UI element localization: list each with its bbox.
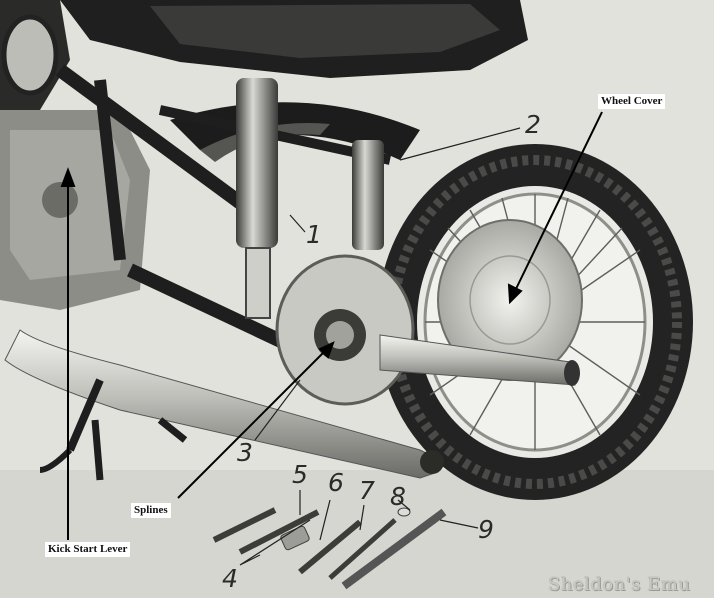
splines-label: Splines (131, 503, 171, 518)
part-number-5: 5 (292, 460, 308, 489)
part-number-1: 1 (306, 220, 322, 249)
part-number-7: 7 (359, 476, 375, 505)
kick-start-lever-label: Kick Start Lever (45, 542, 131, 557)
part-number-9: 9 (478, 515, 494, 544)
watermark: Sheldon's Emu (548, 574, 691, 595)
part-number-3: 3 (237, 438, 253, 467)
part-number-4: 4 (222, 564, 238, 593)
wheel-cover-label: Wheel Cover (598, 94, 666, 109)
part-number-6: 6 (328, 468, 344, 497)
part-number-8: 8 (390, 482, 406, 511)
part-number-2: 2 (525, 110, 541, 139)
